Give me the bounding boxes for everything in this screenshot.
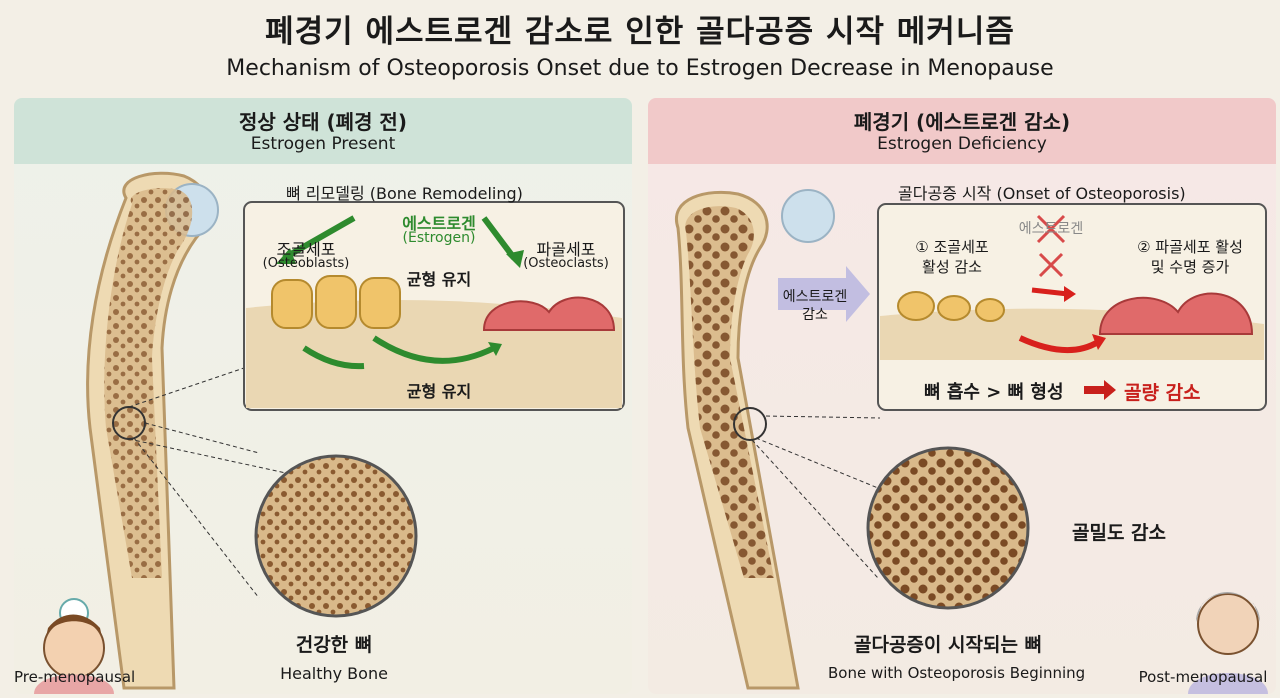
resorption-formation-text: 뼈 흡수 > 뼈 형성: [924, 382, 1064, 403]
bone-loss-text: 골량 감소: [1124, 382, 1201, 404]
estrogen-arrow-right: [481, 216, 517, 260]
active-osteoclast: [1098, 292, 1254, 335]
remodeling-title: 뼈 리모델링 (Bone Remodeling): [286, 184, 523, 203]
balance-arrow-1: [302, 345, 365, 370]
step1-line1: ① 조골세포: [915, 238, 989, 256]
onset-title: 골다공증 시작 (Onset of Osteoporosis): [898, 184, 1186, 203]
healthy-bone-magnified: [254, 454, 418, 618]
step2-line2: 및 수명 증가: [1150, 258, 1230, 276]
decrease-arrow-line1: 에스트로겐: [782, 289, 848, 305]
density-decrease-label: 골밀도 감소: [1072, 522, 1167, 544]
femur-head-cartilage-right: [781, 189, 835, 243]
post-menopausal-label: Post-menopausal: [1138, 668, 1268, 686]
osteoclast-label-korean: 파골세포: [536, 240, 596, 259]
right-panel-menopause-state: 폐경기 (에스트로겐 감소) Estrogen Deficiency: [648, 98, 1276, 694]
osteoporotic-bone-label-korean: 골다공증이 시작되는 뼈: [853, 634, 1043, 656]
estrogen-label-korean: 에스트로겐: [402, 214, 476, 233]
estrogen-decrease-arrow: [778, 266, 870, 322]
zoom-marker-small-right: [733, 407, 767, 441]
right-panel-header: 폐경기 (에스트로겐 감소) Estrogen Deficiency: [648, 98, 1276, 164]
osteoblast-label-english: (Osteoblasts): [262, 256, 350, 271]
page-subtitle: Mechanism of Osteoporosis Onset due to E…: [226, 56, 1054, 81]
osteoporotic-bone-label-english: Bone with Osteoporosis Beginning: [828, 664, 1086, 682]
estrogen-label-english: (Estrogen): [402, 230, 476, 246]
left-header-korean: 정상 상태 (폐경 전): [239, 110, 407, 134]
weak-osteoblast-3: [975, 298, 1005, 322]
step1-line2: 활성 감소: [922, 258, 982, 276]
weak-osteoblast-2: [937, 295, 971, 321]
page-title: 폐경기 에스트로겐 감소로 인한 골다공증 시작 메커니즘: [265, 14, 1015, 50]
balance-arrow-2: [372, 335, 496, 364]
weak-osteoblast-1: [897, 291, 935, 321]
left-panel-normal-state: 정상 상태 (폐경 전) Estrogen Present: [14, 98, 632, 694]
right-header-korean: 폐경기 (에스트로겐 감소): [853, 110, 1071, 134]
red-arrow-lower: [1018, 335, 1100, 353]
osteoporotic-bone-magnified: [866, 446, 1030, 610]
right-panel-illustration: [674, 189, 1268, 694]
post-menopausal-woman-avatar: [1197, 593, 1259, 655]
left-header-english: Estrogen Present: [250, 134, 396, 154]
osteoblast-label-korean: 조골세포: [276, 240, 336, 259]
osteoblast-cell-2: [315, 275, 357, 329]
estrogen-arrow-left: [282, 215, 356, 261]
healthy-bone-label-english: Healthy Bone: [280, 664, 388, 683]
left-panel-header: 정상 상태 (폐경 전) Estrogen Present: [14, 98, 632, 164]
left-panel-illustration: [34, 171, 625, 694]
osteoclast-cell: [482, 296, 616, 331]
estrogen-crossed-label: 에스트로겐: [1018, 221, 1084, 237]
step2-line1: ② 파골세포 활성: [1137, 238, 1243, 256]
red-arrow-upper: [1031, 287, 1069, 297]
healthy-bone-label-korean: 건강한 뼈: [295, 634, 373, 656]
decrease-arrow-line2: 감소: [802, 307, 828, 323]
osteoblast-cell-1: [271, 279, 313, 329]
osteoclast-label-english: (Osteoclasts): [523, 256, 609, 271]
loss-arrow: [1084, 380, 1116, 400]
spongy-bone-interior: [104, 188, 193, 578]
balance-label-bottom: 균형 유지: [406, 382, 472, 401]
right-header-english: Estrogen Deficiency: [877, 134, 1047, 154]
osteoblast-cell-3: [359, 277, 401, 329]
porous-bone-interior: [685, 206, 774, 579]
pre-menopausal-label: Pre-menopausal: [14, 668, 136, 686]
balance-label-top: 균형 유지: [406, 270, 472, 289]
